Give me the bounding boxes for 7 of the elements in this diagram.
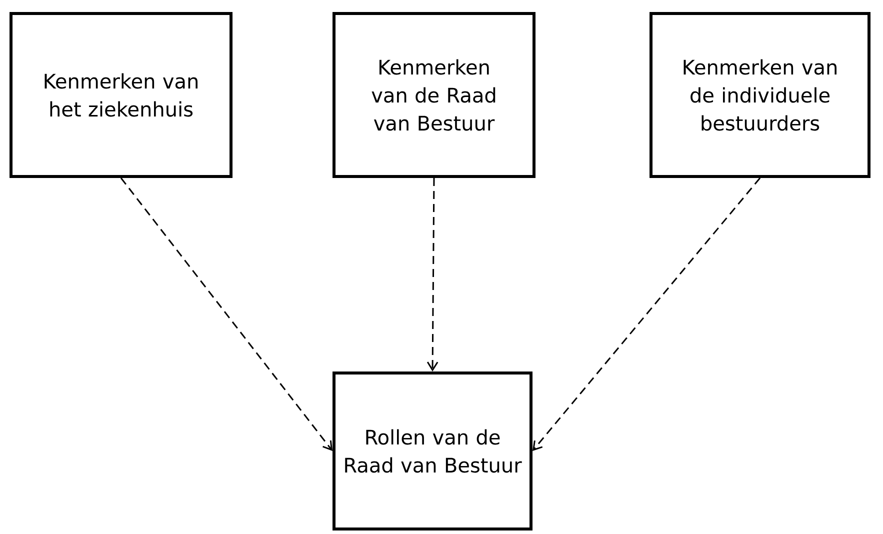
text-box: Rollen van de Raad van Bestuur <box>332 371 532 530</box>
arrow <box>426 178 438 372</box>
arrow <box>532 178 761 451</box>
text-box: Kenmerken van het ziekenhuis <box>10 12 232 178</box>
text-box: Kenmerken van de Raad van Bestuur <box>332 12 536 178</box>
arrow <box>120 178 332 451</box>
text-box: Kenmerken van de individuele bestuurders <box>650 12 870 178</box>
